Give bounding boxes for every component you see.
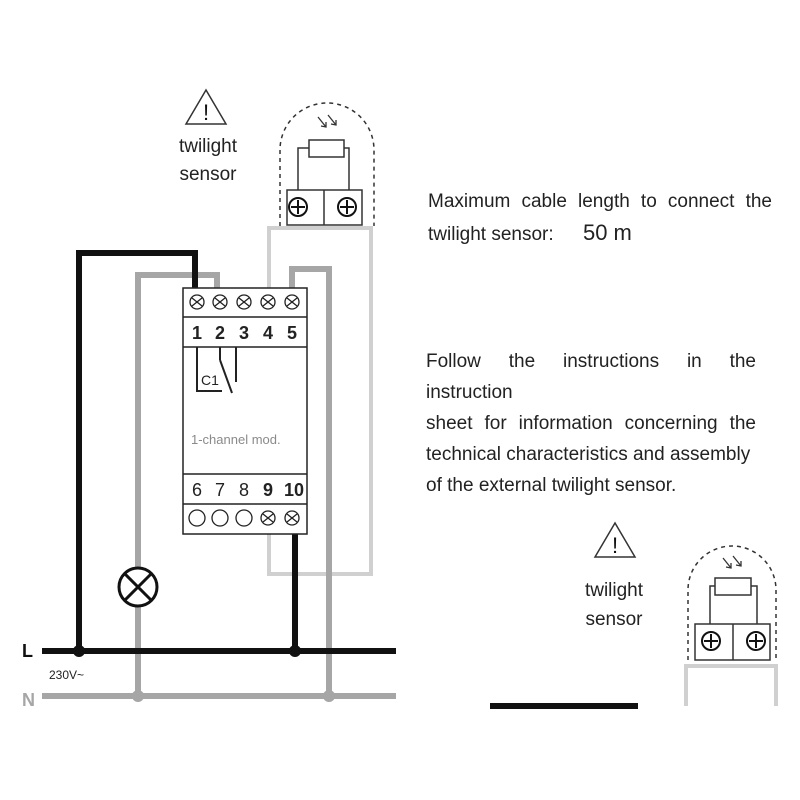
sensor-label-bottom-line1: twilight (584, 580, 644, 601)
terminal-hole-7 (211, 509, 229, 527)
terminal-screw-9 (260, 510, 276, 526)
neutral-wire-terminal5 (289, 266, 332, 696)
cable-note-line2-row: twilight sensor: 50 m (428, 217, 772, 250)
line-label: L (22, 641, 33, 661)
sensor-screw-left (701, 631, 721, 651)
instructions-line4: of the external twilight sensor. (426, 475, 677, 496)
light-rays-icon (722, 555, 742, 569)
terminal-number-7: 7 (215, 480, 225, 500)
junction-live-2 (289, 645, 301, 657)
module-label: 1-channel mod. (191, 432, 281, 447)
terminal-screw-10 (284, 510, 300, 526)
terminal-screw-1 (189, 294, 205, 310)
twilight-sensor-top (279, 102, 375, 226)
terminal-screw-3 (236, 294, 252, 310)
warning-icon: ! (593, 521, 637, 558)
bottom-terminal-screws (188, 509, 300, 527)
terminal-screw-5 (284, 294, 300, 310)
sensor-wire-left (267, 226, 373, 576)
terminal-hole-8 (235, 509, 253, 527)
cable-length-value: 50 m (582, 220, 632, 245)
cable-length-note: Maximum cable length to connect the twil… (428, 186, 772, 250)
instructions-line2: sheet for information concerning the (426, 413, 756, 434)
module-body (182, 287, 308, 535)
warning-symbol-top: ! (203, 100, 209, 125)
live-wire-terminal1 (76, 250, 198, 651)
terminal-number-2: 2 (215, 323, 225, 343)
sensor-dome-bottom (687, 545, 777, 660)
contact-label: C1 (201, 372, 219, 388)
neutral-label: N (22, 690, 35, 710)
terminal-number-9: 9 (263, 480, 273, 500)
instructions-line3: technical characteristics and assembly (426, 444, 751, 465)
sensor-screw-right (337, 197, 357, 217)
voltage-label: 230V~ (49, 668, 84, 682)
light-rays-icon (317, 114, 337, 128)
junction-neutral-2 (323, 690, 335, 702)
junction-live-1 (73, 645, 85, 657)
sensor-label-top: twilight sensor (166, 133, 250, 189)
terminal-number-5: 5 (287, 323, 297, 343)
cable-note-line2: twilight sensor: (428, 224, 554, 245)
sensor-wire-right (684, 664, 778, 706)
terminal-screw-4 (260, 294, 276, 310)
terminal-number-8: 8 (239, 480, 249, 500)
twilight-sensor-bottom (687, 545, 777, 661)
neutral-wires (42, 266, 396, 699)
terminal-number-4: 4 (263, 323, 273, 343)
warning-icon: ! (184, 88, 228, 125)
terminal-number-6: 6 (192, 480, 202, 500)
sensor-label-bottom-line2: sensor (585, 609, 643, 630)
top-terminal-screws (189, 294, 300, 310)
terminal-number-10: 10 (284, 480, 304, 500)
instructions-line1: Follow the instructions in the instructi… (426, 351, 756, 403)
sensor-element (714, 577, 752, 596)
terminal-number-1: 1 (192, 323, 202, 343)
relay-module: 1 2 3 4 5 C1 1-channel mod. 6 7 8 9 10 (182, 287, 308, 535)
cable-note-line1: Maximum cable length to connect the (428, 191, 772, 212)
junction-neutral-1 (132, 690, 144, 702)
sensor-label-bottom: twilight sensor (572, 576, 656, 634)
terminal-number-3: 3 (239, 323, 249, 343)
sensor-wires (267, 226, 778, 706)
live-wires (42, 250, 638, 709)
sensor-screw-left (288, 197, 308, 217)
terminal-hole-6 (188, 509, 206, 527)
lamp-symbol (117, 566, 159, 608)
relay-contact-c1 (196, 347, 237, 394)
instructions-note: Follow the instructions in the instructi… (426, 346, 756, 501)
sensor-label-top-line2: sensor (179, 164, 237, 185)
sensor-label-top-line1: twilight (178, 136, 238, 157)
warning-symbol-bottom: ! (612, 533, 618, 558)
sensor-element (308, 139, 345, 158)
terminal-screw-2 (212, 294, 228, 310)
sensor-screw-right (746, 631, 766, 651)
